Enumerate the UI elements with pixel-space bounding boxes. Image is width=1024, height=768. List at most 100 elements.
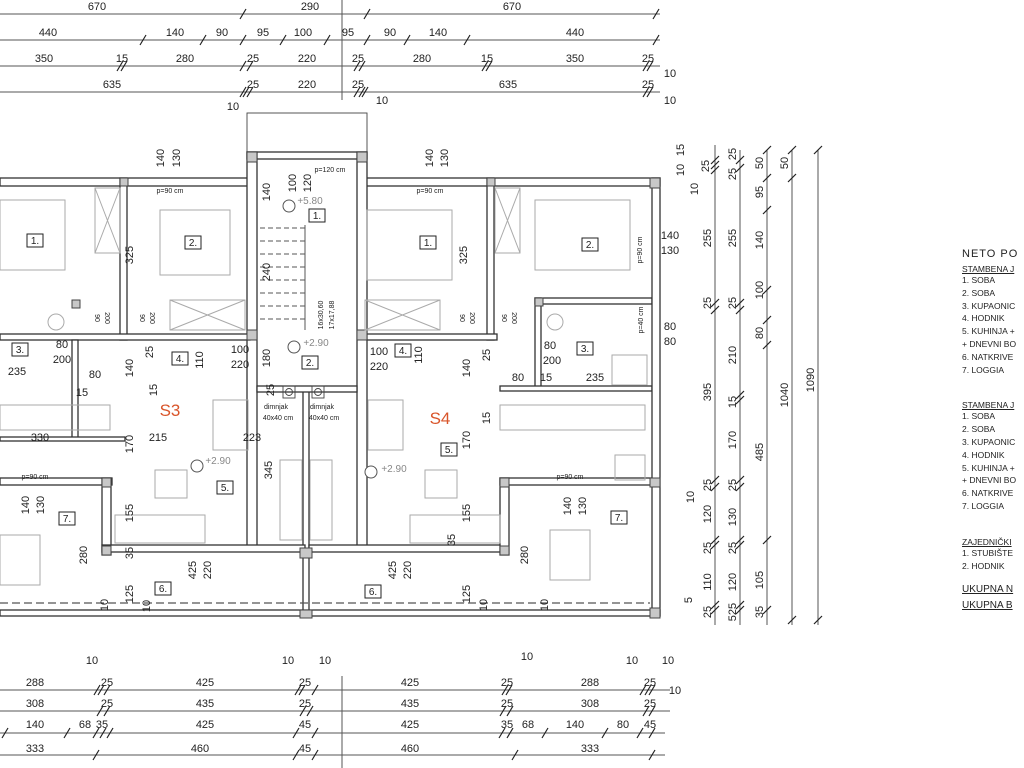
plan-annotation: 220 [370, 361, 388, 373]
plan-annotation: 25 [144, 346, 156, 358]
dimension-tick [499, 705, 507, 717]
dimension-tick [403, 34, 411, 46]
staircase [260, 225, 306, 330]
plan-annotation: 140 [461, 359, 473, 377]
dimension-tick [239, 34, 247, 46]
dimension-tick [481, 60, 489, 72]
right-dimension-label: 25 [702, 297, 714, 309]
plan-annotation: 80 [56, 339, 68, 351]
dimension-tick [813, 615, 823, 625]
legend-section-common: ZAJEDNIČKI [962, 536, 1012, 547]
dimension-tick [710, 540, 720, 550]
room-number-box [58, 511, 76, 526]
plan-annotation: 15 [540, 372, 552, 384]
right-dimension-label: 80 [754, 327, 766, 339]
bottom-dimension-label: 35 [96, 719, 108, 731]
room-number-box [154, 581, 172, 596]
room-number-box [184, 235, 202, 250]
right-dimension-label: 25 [727, 297, 739, 309]
dimension-tick [99, 727, 107, 739]
dimension-tick [292, 727, 300, 739]
legend-item: 2. SOBA [962, 424, 996, 435]
plan-annotation: 130 [171, 149, 183, 167]
right-dimension-label: 5 [683, 597, 695, 603]
right-dimension-label: 15 [675, 144, 687, 156]
top-dimension-label: 100 [294, 27, 312, 39]
dimension-tick [639, 684, 647, 696]
bottom-dimension-label: 435 [196, 698, 214, 710]
legend-item: 7. LOGGIA [962, 364, 1005, 375]
legend-item: 6. NATKRIVE [962, 488, 1014, 499]
dimension-tick [103, 705, 111, 717]
right-dimension-label: 1090 [805, 368, 817, 392]
bottom-dimension-label: 25 [501, 698, 513, 710]
dimension-tick [710, 305, 720, 315]
plan-annotation: 200 [510, 312, 517, 324]
bottom-dimension-label: 435 [401, 698, 419, 710]
top-dimension-label: 635 [103, 79, 121, 91]
top-dimension-label: 220 [298, 79, 316, 91]
bottom-dimension-label: 10 [521, 651, 533, 663]
room-number-box [440, 442, 458, 457]
bottom-dimension-label: 10 [319, 655, 331, 667]
top-dimension-label: 90 [384, 27, 396, 39]
plan-annotation: 200 [53, 354, 71, 366]
room-number-s3: 5. [221, 483, 229, 494]
right-dimension-label: 25 [702, 479, 714, 491]
dimension-lines [0, 0, 819, 768]
right-dimension-label: 395 [702, 383, 714, 401]
room-number-box [26, 233, 44, 248]
dimension-tick [298, 684, 306, 696]
dimension-tick [106, 727, 114, 739]
top-dimension-label: 290 [301, 1, 319, 13]
legend-item: 3. KUPAONIC [962, 300, 1016, 311]
top-dimension-label: 95 [342, 27, 354, 39]
dimension-tick [636, 727, 644, 739]
right-dimension-label: 10 [675, 164, 687, 176]
right-dimension-label: 25 [727, 168, 739, 180]
plan-annotation: 90 [138, 314, 145, 322]
legend-item: 4. HODNIK [962, 449, 1005, 460]
dimension-tick [735, 163, 745, 173]
dimension-tick [644, 684, 652, 696]
dimension-tick [511, 749, 519, 761]
top-dimension-label: 15 [481, 53, 493, 65]
dimension-tick [762, 340, 772, 350]
dimension-tick [652, 8, 660, 20]
bottom-dimension-label: 425 [196, 677, 214, 689]
bottom-dimension-label: 25 [299, 698, 311, 710]
dimension-tick [463, 34, 471, 46]
bottom-dimension-label: 425 [401, 719, 419, 731]
bottom-dimension-label: 68 [522, 719, 534, 731]
dimension-tick [498, 727, 506, 739]
plan-annotation: 330 [31, 432, 49, 444]
plan-annotation: 40x40 cm [263, 415, 294, 422]
plan-annotation: 10 [141, 600, 153, 612]
right-dimension-label: 10 [689, 183, 701, 195]
dimension-tick [762, 145, 772, 155]
dimension-tick [242, 86, 250, 98]
plan-annotation: 10 [99, 599, 111, 611]
plan-annotation: 130 [577, 497, 589, 515]
bottom-dimension-label: 288 [26, 677, 44, 689]
room-number-s3: 6. [159, 584, 167, 595]
top-dimension-label: 670 [503, 1, 521, 13]
plan-annotation: 235 [586, 372, 604, 384]
dimension-tick [120, 60, 128, 72]
top-dimension-label: 25 [352, 53, 364, 65]
dimension-tick [97, 684, 105, 696]
top-dimension-label: 280 [413, 53, 431, 65]
dimension-tick [96, 705, 104, 717]
plan-annotation: 15 [481, 412, 493, 424]
dimension-tick [323, 34, 331, 46]
plan-annotation: 170 [461, 431, 473, 449]
bottom-dimension-label: 25 [644, 698, 656, 710]
plan-annotation: 200 [468, 312, 475, 324]
elevation-marker-icon [364, 465, 378, 479]
plan-annotation: 180 [261, 349, 273, 367]
unit-label-s4: S4 [430, 409, 451, 428]
dimension-tick [246, 60, 254, 72]
dimension-tick [361, 86, 369, 98]
